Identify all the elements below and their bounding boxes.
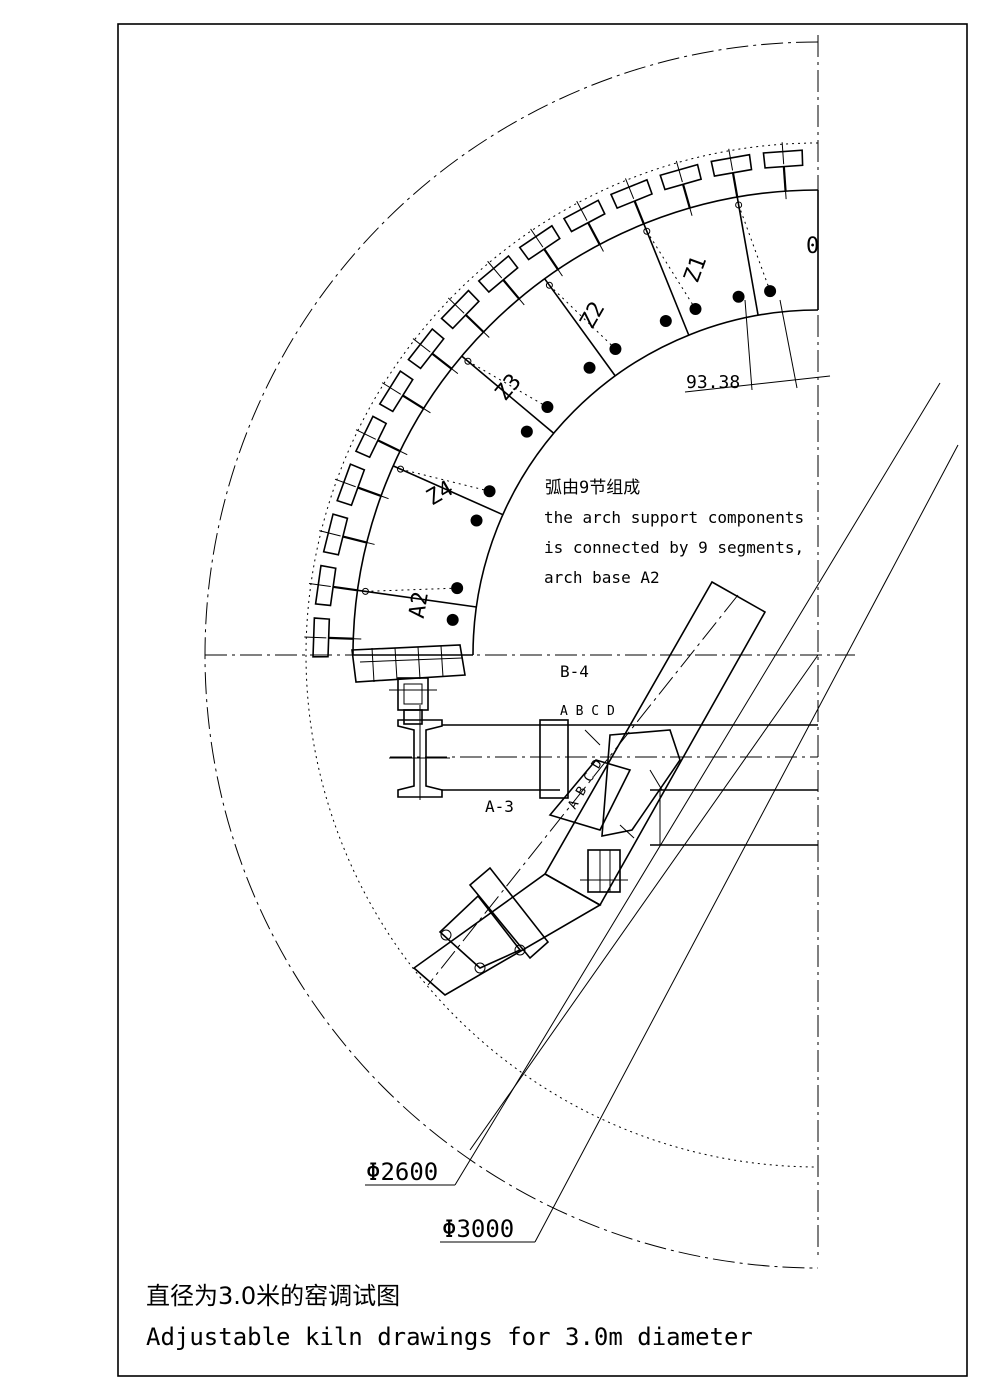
plate-centerline-130 (486, 260, 525, 306)
bolt-dot-3b (583, 361, 596, 374)
outer-plate-148 (378, 370, 414, 413)
outer-plate-118 (562, 199, 606, 233)
segment-label-z3: Z3 (491, 369, 527, 405)
dimension-ext-2 (779, 299, 798, 389)
note-en-line2: is connected by 9 segments, (544, 538, 804, 557)
bolt-dot-5b (470, 514, 483, 527)
bolt-dot-1b (732, 290, 745, 303)
arch-joint-3 (544, 278, 616, 377)
leader-extra (469, 654, 819, 1151)
arch-segments (303, 141, 819, 658)
outer-plate-172 (314, 564, 337, 607)
plate-centerline-100 (728, 147, 740, 206)
plate-centerline-148 (380, 381, 431, 414)
label-abcd-horizontal: A B C D (560, 704, 615, 719)
outer-plate-160 (336, 463, 366, 507)
outer-plate-166 (322, 513, 349, 556)
segment-label-z1: Z1 (680, 253, 713, 286)
plate-centerline-178 (303, 636, 362, 640)
plate-centerline-94 (781, 141, 787, 200)
label-b4: B-4 (560, 662, 589, 681)
diagonal-flange (438, 866, 550, 974)
outer-plate-142 (407, 327, 445, 370)
plate-centerline-142 (411, 337, 459, 375)
i-beam-section (389, 705, 450, 800)
drawing-frame (117, 23, 968, 1377)
leader-phi3000-a (534, 444, 959, 1243)
dimension-line (684, 375, 831, 393)
segment-label-a2: A2 (405, 590, 434, 620)
pin-5 (397, 465, 405, 473)
arch-joint-5 (392, 465, 504, 516)
plate-centerline-124 (529, 227, 563, 277)
diameter-inner-label: Φ2600 (366, 1158, 438, 1186)
diagonal-strut (412, 580, 767, 996)
inner-circle-phi2600 (305, 142, 819, 1168)
plate-centerline-172 (307, 582, 366, 592)
plate-centerline-160 (333, 478, 389, 500)
plate-centerline-106 (675, 159, 693, 216)
outer-plate-94 (762, 149, 804, 169)
lower-bracket (580, 849, 628, 893)
plate-centerline-118 (575, 200, 604, 252)
arch-outer-edge (352, 189, 819, 656)
arch-joint-1 (736, 196, 759, 316)
plate-centerline-136 (447, 296, 490, 338)
pin-3 (545, 281, 553, 289)
bolt-dot-6b (446, 613, 459, 626)
bolt-dot-2b (659, 315, 672, 328)
outer-plate-106 (659, 163, 703, 191)
outer-plate-136 (440, 289, 480, 330)
outer-plate-178 (312, 617, 331, 658)
a2-jack (389, 677, 437, 725)
a2-base-plate (351, 644, 466, 683)
outer-plate-130 (477, 254, 519, 294)
pin-2 (643, 227, 651, 235)
note-zh: 弧由9节组成 (545, 478, 640, 498)
arch-joint-2 (643, 223, 690, 336)
outer-plate-100 (710, 153, 753, 177)
pin-1 (735, 201, 743, 209)
outer-plate-112 (609, 178, 654, 210)
note-en-line3: arch base A2 (544, 568, 660, 587)
segment-label-0: 0 (806, 234, 819, 259)
horizontal-arm (390, 719, 818, 846)
note-en-line1: the arch support components (544, 508, 804, 527)
leader-phi2600-a (454, 382, 941, 1186)
title-zh: 直径为3.0米的窑调试图 (146, 1282, 400, 1310)
arch-joint-4 (461, 355, 555, 434)
dimension-value: 93.38 (686, 372, 740, 393)
title-en: Adjustable kiln drawings for 3.0m diamet… (146, 1323, 753, 1351)
plate-centerline-154 (354, 428, 408, 456)
pin-4 (464, 357, 472, 365)
arch-joint-6 (357, 589, 477, 608)
plate-centerline-112 (624, 177, 648, 232)
outer-plate-124 (518, 224, 561, 261)
arch-inner-edge (472, 309, 819, 656)
diameter-outer-label: Φ3000 (442, 1215, 514, 1243)
bolt-dot-4b (520, 425, 533, 438)
label-a3: A-3 (485, 797, 514, 816)
dimension-ext-1 (744, 299, 753, 391)
outer-plate-154 (354, 415, 388, 459)
brace-1 (738, 204, 771, 292)
outer-circle-phi3000 (204, 41, 819, 1269)
plate-centerline-166 (318, 529, 375, 545)
